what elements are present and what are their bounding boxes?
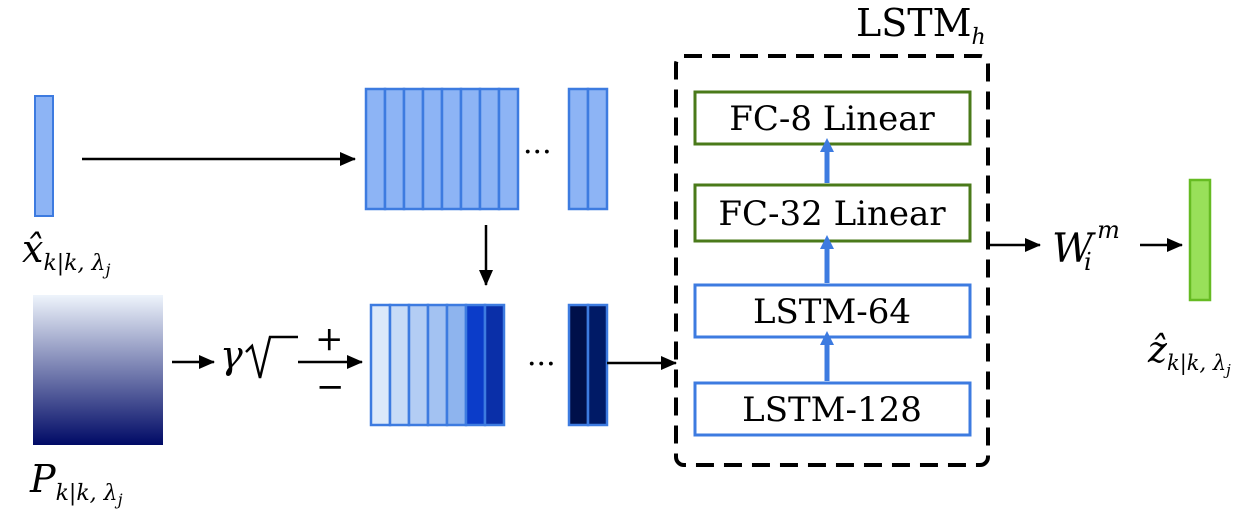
plus-symbol: + bbox=[315, 319, 344, 359]
top-ellipsis: ··· bbox=[523, 135, 552, 170]
layer-lstm-64-label: LSTM-64 bbox=[753, 292, 911, 332]
mean-column bbox=[364, 87, 387, 211]
sigma-column bbox=[369, 303, 392, 427]
layer-fc-32-label: FC-32 Linear bbox=[718, 194, 946, 234]
mean-column bbox=[497, 87, 520, 211]
layer-fc-8-label: FC-8 Linear bbox=[729, 99, 935, 139]
mean-column bbox=[402, 87, 425, 211]
x-hat-vector bbox=[34, 95, 54, 217]
mean-column bbox=[567, 87, 590, 211]
layer-fc-8: FC-8 Linear bbox=[693, 90, 972, 146]
sigma-column bbox=[567, 303, 590, 427]
lstm-network-frame bbox=[674, 54, 990, 467]
layer-fc-32: FC-32 Linear bbox=[693, 183, 972, 243]
output-vector bbox=[1188, 178, 1212, 302]
covariance-label: Pk|k, λj bbox=[29, 457, 123, 509]
layer-lstm-128-label: LSTM-128 bbox=[742, 390, 922, 430]
minus-symbol: − bbox=[316, 367, 345, 407]
layer-lstm-64: LSTM-64 bbox=[693, 283, 972, 339]
sigma-point-matrix bbox=[369, 303, 609, 427]
bottom-ellipsis: ··· bbox=[527, 347, 556, 382]
sqrt-symbol bbox=[245, 335, 298, 379]
mean-column bbox=[478, 87, 501, 211]
layer-lstm-128: LSTM-128 bbox=[693, 381, 972, 437]
gamma-symbol: γ bbox=[220, 333, 243, 377]
sigma-column bbox=[464, 303, 487, 427]
sigma-column bbox=[445, 303, 468, 427]
sigma-column bbox=[586, 303, 609, 427]
lstm-network-title: LSTMh bbox=[856, 1, 986, 50]
sigma-column bbox=[388, 303, 411, 427]
mean-column bbox=[459, 87, 482, 211]
mean-replicated-matrix bbox=[364, 87, 609, 211]
covariance-matrix bbox=[33, 295, 163, 445]
x-hat-label: x̂k|k, λj bbox=[22, 227, 110, 279]
sigma-column bbox=[426, 303, 449, 427]
weight-subscript: i bbox=[1084, 248, 1092, 276]
mean-column bbox=[440, 87, 463, 211]
mean-column bbox=[586, 87, 609, 211]
sigma-column bbox=[407, 303, 430, 427]
mean-column bbox=[383, 87, 406, 211]
mean-column bbox=[421, 87, 444, 211]
sigma-column bbox=[483, 303, 506, 427]
output-label: ẑk|k, λj bbox=[1147, 330, 1231, 379]
